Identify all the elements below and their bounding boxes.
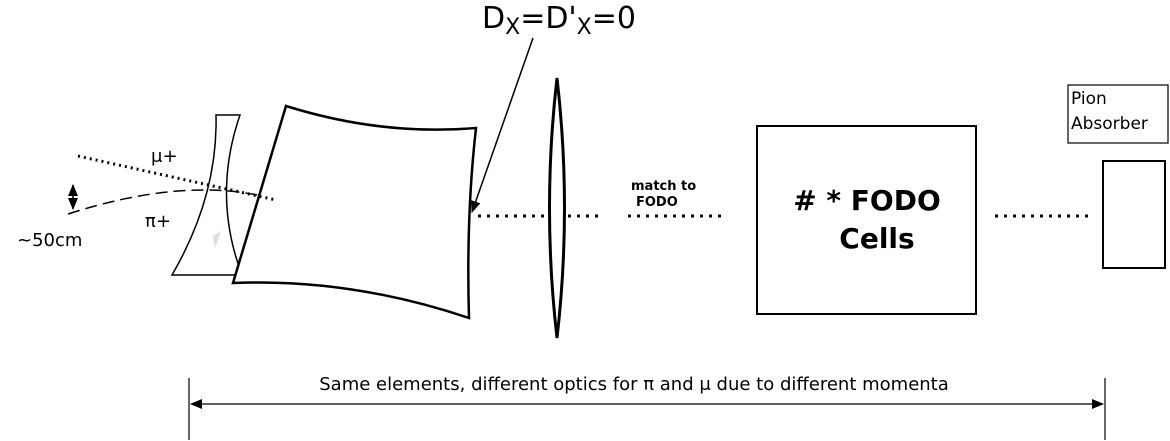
absorber-label-line1: Pion <box>1071 89 1107 109</box>
match-label-line1: match to <box>631 179 696 194</box>
dispersion-sub-x2: X <box>577 15 592 40</box>
muon-trajectory <box>77 154 277 202</box>
muon-label: μ+ <box>151 146 178 167</box>
defocusing-lens <box>170 114 244 276</box>
lens-shading <box>213 231 221 248</box>
dispersion-end: =0 <box>592 1 636 36</box>
dispersion-sub-x1: X <box>505 15 520 40</box>
fodo-cells-box <box>756 125 977 315</box>
fodo-label-line2: Cells <box>839 222 914 255</box>
absorber-label-box <box>1067 84 1169 144</box>
pion-absorber-block <box>1102 160 1166 269</box>
fodo-label-line1: # * FODO <box>793 184 941 217</box>
dispersion-condition-label: DX=D'X=0 <box>482 1 636 40</box>
pion-label: π+ <box>145 211 171 232</box>
absorber-label-line2: Absorber <box>1071 114 1148 134</box>
caption: Same elements, different optics for π an… <box>319 374 949 395</box>
dispersion-eq: =D' <box>520 1 576 36</box>
focusing-lens <box>548 77 566 339</box>
dispersion-pointer-arrow <box>470 37 534 213</box>
dipole-magnet <box>231 104 478 320</box>
offset-label: ~50cm <box>17 230 82 251</box>
dispersion-d: D <box>482 1 505 36</box>
pion-trajectory <box>67 189 263 215</box>
match-label-line2: FODO <box>636 195 678 210</box>
